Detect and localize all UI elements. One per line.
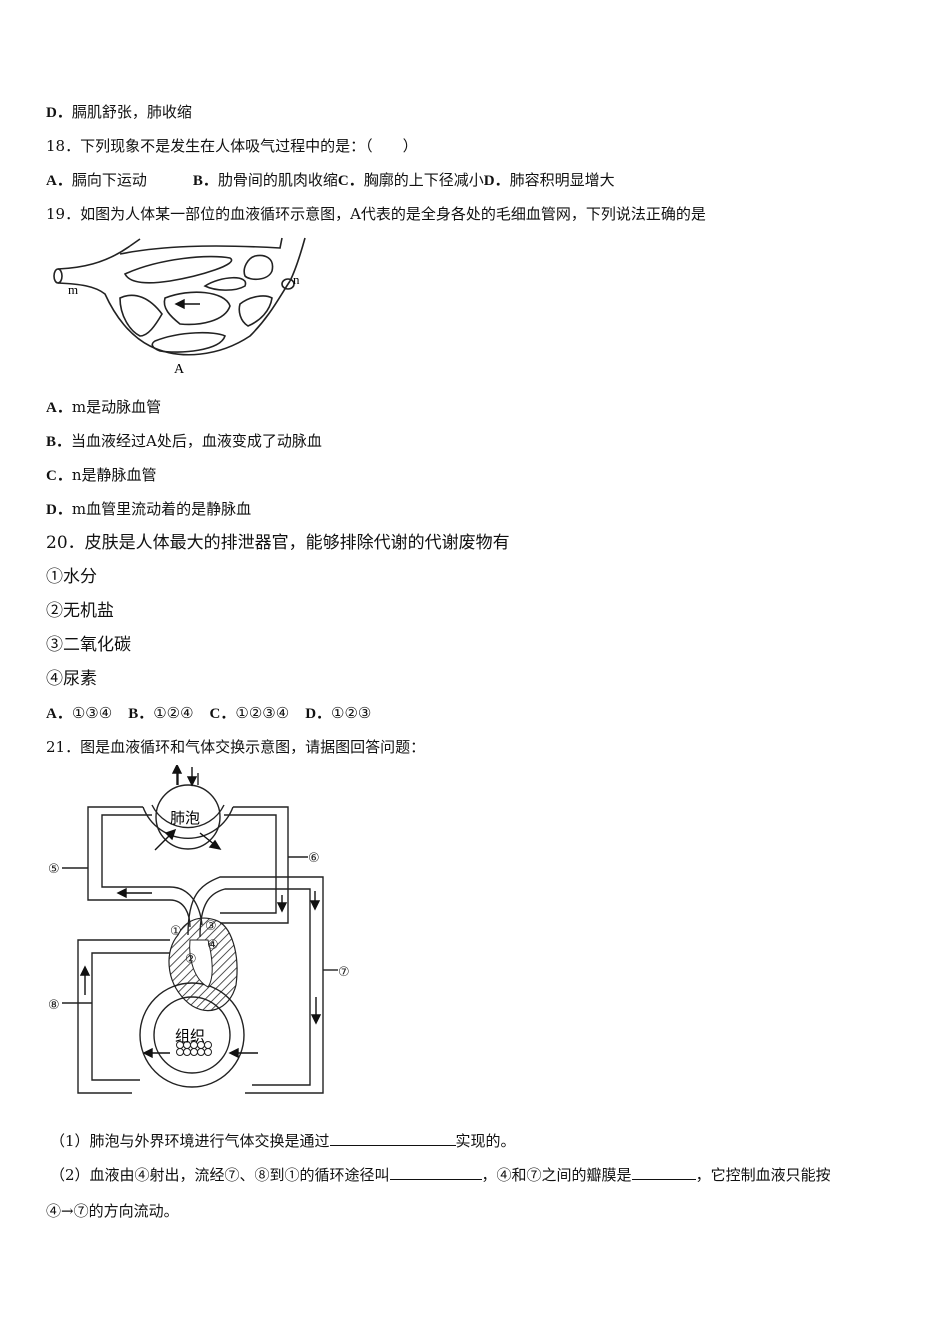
capillary-network-figure: m n A — [53, 237, 306, 376]
sub1-prefix: （1）肺泡与外界环境进行气体交换是通过 — [50, 1132, 330, 1150]
q19-option-b: B．当血液经过A处后，血液变成了动脉血 — [46, 431, 322, 452]
q18-option-d-label: D． — [483, 173, 510, 189]
option-label: D． — [46, 105, 72, 121]
q20-item-1: ①水分 — [46, 567, 97, 587]
option-label: D． — [46, 502, 72, 518]
q21-stem: 21．图是血液循环和气体交换示意图，请据图回答问题： — [46, 738, 426, 756]
q20-options: A．①③④ B．①②④ C．①②③④ D．①②③ — [46, 703, 371, 724]
q20-option-d-label: D． — [305, 706, 332, 722]
q20-item-4: ④尿素 — [46, 669, 97, 689]
q18-option-d-text: 肺容积明显增大 — [509, 171, 615, 189]
q18-option-c-text: 胸廓的上下径减小 — [363, 171, 484, 189]
q18-stem: 18．下列现象不是发生在人体吸气过程中的是：（ ） — [46, 137, 418, 155]
q20-option-b-text: ①②④ — [153, 704, 194, 722]
label-7: ⑦ — [338, 965, 350, 980]
q21-sub2-line2: ④→⑦的方向流动。 — [46, 1202, 179, 1220]
q19-stem: 19．如图为人体某一部位的血液循环示意图，A代表的是全身各处的毛细血管网，下列说… — [46, 205, 706, 223]
q20-option-d-text: ①②③ — [331, 704, 372, 722]
label-8: ⑧ — [48, 998, 60, 1013]
option-text: m是动脉血管 — [71, 398, 162, 416]
q19-option-d: D．m血管里流动着的是静脉血 — [46, 499, 251, 520]
sub1-suffix: 实现的。 — [455, 1132, 516, 1150]
option-text: 当血液经过A处后，血液变成了动脉血 — [71, 432, 322, 450]
q18-option-a-text: 膈向下运动 — [71, 171, 147, 189]
option-label: B． — [46, 434, 72, 450]
label-4: ④ — [207, 938, 219, 953]
q18-option-b-text: 肋骨间的肌肉收缩 — [217, 171, 338, 189]
q18-option-a-label: A． — [46, 173, 72, 189]
option-text: 膈肌舒张，肺收缩 — [71, 103, 192, 121]
q19-option-a: A．m是动脉血管 — [46, 397, 161, 418]
label-a: A — [174, 362, 185, 376]
q21-sub1: （1）肺泡与外界环境进行气体交换是通过 实现的。 — [50, 1130, 516, 1151]
q20-option-a-text: ①③④ — [71, 704, 113, 722]
q20-option-a-label: A． — [46, 706, 72, 722]
label-1: ① — [170, 924, 182, 939]
q20-stem: 20．皮肤是人体最大的排泄器官，能够排除代谢的代谢废物有 — [46, 533, 510, 553]
q20-option-b-label: B． — [128, 706, 154, 722]
q20-item-2: ②无机盐 — [46, 601, 114, 621]
q17-option-d: D．膈肌舒张，肺收缩 — [46, 102, 192, 123]
sub2-suffix: ，它控制血液只能按 — [695, 1166, 831, 1184]
q19-option-c: C．n是静脉血管 — [46, 465, 157, 486]
label-2: ② — [185, 952, 197, 967]
sub1-answer-blank[interactable] — [329, 1130, 456, 1146]
q18-options: A．膈向下运动 B．肋骨间的肌肉收缩C．胸廓的上下径减小D．肺容积明显增大 — [46, 170, 615, 191]
q20-item-3: ③二氧化碳 — [46, 635, 131, 655]
label-n: n — [293, 272, 300, 287]
q20-option-c-text: ①②③④ — [235, 704, 290, 722]
sub2-answer-blank-2[interactable] — [631, 1164, 696, 1180]
label-m: m — [68, 282, 78, 297]
q18-option-b-label: B． — [192, 173, 218, 189]
option-text: m血管里流动着的是静脉血 — [71, 500, 252, 518]
sub2-answer-blank-1[interactable] — [389, 1164, 482, 1180]
q20-option-c-label: C． — [209, 706, 236, 722]
circulation-diagram: 肺泡 组织 ① ② ③ ④ ⑤ ⑥ ⑦ ⑧ — [48, 765, 350, 1094]
sub2-prefix: （2）血液由④射出，流经⑦、⑧到①的循环途径叫 — [50, 1166, 390, 1184]
alveolus-label: 肺泡 — [170, 809, 200, 827]
label-5: ⑤ — [48, 862, 60, 877]
option-text: n是静脉血管 — [71, 466, 157, 484]
option-label: C． — [46, 468, 72, 484]
label-6: ⑥ — [308, 851, 320, 866]
option-label: A． — [46, 400, 72, 416]
q21-sub2: （2）血液由④射出，流经⑦、⑧到①的循环途径叫 ，④和⑦之间的瓣膜是 ，它控制血液只… — [50, 1164, 831, 1185]
tissue-label: 组织 — [175, 1027, 205, 1045]
sub2-mid: ，④和⑦之间的瓣膜是 — [481, 1166, 632, 1184]
label-3: ③ — [205, 919, 217, 934]
q18-option-c-label: C． — [337, 173, 364, 189]
